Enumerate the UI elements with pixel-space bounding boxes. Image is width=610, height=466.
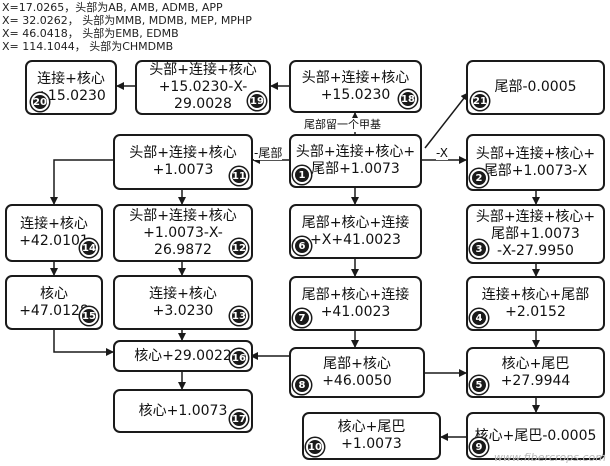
node-11: 头部+连接+核心 +1.0073 11: [113, 134, 253, 190]
node-2-badge: 2: [470, 169, 488, 187]
node-2-text: 头部+连接+核心+ 尾部+1.0073-X: [475, 145, 596, 179]
node-20-text: 连接+核心 +15.0230: [36, 70, 106, 104]
node-4: 连接+核心+尾部 +2.0152 4: [466, 276, 605, 331]
node-9-text: 核心+尾巴-0.0005: [474, 427, 597, 444]
node-21: 尾部-0.0005 21: [466, 60, 605, 115]
node-15-text: 核心 +47.0128: [19, 285, 89, 319]
node-19: 头部+连接+核心 +15.0230-X- 29.0028 19: [135, 60, 271, 115]
node-10: 核心+尾巴 +1.0073 10: [302, 412, 441, 460]
node-7-text: 尾部+核心+连接 +41.0023: [301, 286, 410, 320]
node-13-text: 连接+核心 +3.0230: [149, 285, 217, 319]
node-3: 头部+连接+核心+ 尾部+1.0073 -X-27.9950 3: [466, 204, 605, 264]
node-16-badge: 16: [230, 349, 248, 367]
node-4-text: 连接+核心+尾部 +2.0152: [481, 286, 590, 320]
node-3-text: 头部+连接+核心+ 尾部+1.0073 -X-27.9950: [475, 208, 596, 259]
node-16-text: 核心+29.0022: [134, 347, 232, 364]
node-1-text: 头部+连接+核心+ 尾部+1.0073: [295, 144, 416, 177]
node-6-text: 尾部+核心+连接 +X+41.0023: [301, 214, 410, 248]
edge-11-to-14: [50, 159, 113, 205]
node-18-text: 头部+连接+核心 +15.0230: [301, 69, 410, 103]
node-16: 核心+29.0022 16: [113, 340, 253, 372]
node-18-badge: 18: [399, 90, 417, 108]
node-5-text: 核心+尾巴 +27.9944: [500, 355, 571, 389]
edge-15-to-16: [53, 330, 114, 356]
watermark: www.fibercrops.com: [493, 451, 606, 464]
node-12-text: 头部+连接+核心 +1.0073-X- 26.9872: [129, 207, 237, 258]
node-8-text: 尾部+核心 +46.0050: [322, 355, 392, 389]
node-14-badge: 14: [80, 239, 98, 257]
legend-line-3: X= 46.0418， 头部为EMB, EDMB: [2, 27, 179, 40]
node-7-badge: 7: [293, 309, 311, 327]
node-13-badge: 13: [230, 307, 248, 325]
node-21-badge: 21: [471, 92, 489, 110]
node-4-badge: 4: [470, 309, 488, 327]
node-1-badge: 1: [293, 166, 311, 184]
node-5-badge: 5: [470, 376, 488, 394]
node-13: 连接+核心 +3.0230 13: [113, 275, 253, 330]
legend-line-4: X= 114.1044， 头部为CHMDMB: [2, 40, 174, 53]
node-21-text: 尾部-0.0005: [494, 79, 577, 95]
node-6-badge: 6: [293, 237, 311, 255]
node-17: 核心+1.0073 17: [113, 389, 253, 433]
edge-label-minus-x: -X: [436, 146, 448, 160]
legend-line-1: X=17.0265，头部为AB, AMB, ADMB, APP: [2, 1, 223, 14]
node-8: 尾部+核心 +46.0050 8: [289, 347, 425, 398]
edge-1-to-21: [424, 92, 469, 149]
node-11-text: 头部+连接+核心 +1.0073: [129, 145, 237, 178]
node-18: 头部+连接+核心 +15.0230 18: [289, 60, 422, 113]
node-5: 核心+尾巴 +27.9944 5: [466, 347, 605, 398]
legend-line-2: X= 32.0262， 头部为MMB, MDMB, MEP, MPHP: [2, 14, 252, 27]
node-19-text: 头部+连接+核心 +15.0230-X- 29.0028: [149, 62, 257, 112]
node-20: 连接+核心 +15.0230 20: [25, 60, 117, 115]
node-15-badge: 15: [80, 307, 98, 325]
node-20-badge: 20: [31, 93, 49, 111]
node-12-badge: 12: [230, 239, 248, 257]
node-11-badge: 11: [230, 167, 248, 185]
node-12: 头部+连接+核心 +1.0073-X- 26.9872 12: [113, 204, 253, 262]
node-3-badge: 3: [470, 240, 488, 258]
node-14-text: 连接+核心 +42.0101: [19, 216, 89, 249]
node-2: 头部+连接+核心+ 尾部+1.0073-X 2: [466, 134, 605, 191]
node-7: 尾部+核心+连接 +41.0023 7: [289, 276, 422, 331]
node-14: 连接+核心 +42.0101 14: [5, 204, 103, 262]
edge-label-minus-tail: -尾部: [254, 146, 283, 160]
node-15: 核心 +47.0128 15: [5, 275, 103, 330]
node-10-badge: 10: [306, 438, 324, 456]
node-8-badge: 8: [293, 376, 311, 394]
edge-label-keep-methyl: 尾部留一个甲基: [304, 118, 381, 132]
node-17-text: 核心+1.0073: [138, 402, 228, 419]
node-10-text: 核心+尾巴 +1.0073: [337, 419, 406, 452]
node-6: 尾部+核心+连接 +X+41.0023 6: [289, 204, 422, 259]
node-1: 头部+连接+核心+ 尾部+1.0073 1: [289, 134, 422, 188]
node-19-badge: 19: [248, 92, 266, 110]
node-17-badge: 17: [230, 410, 248, 428]
node-9-badge: 9: [470, 438, 488, 456]
node-9: 核心+尾巴-0.0005 9: [466, 412, 605, 460]
